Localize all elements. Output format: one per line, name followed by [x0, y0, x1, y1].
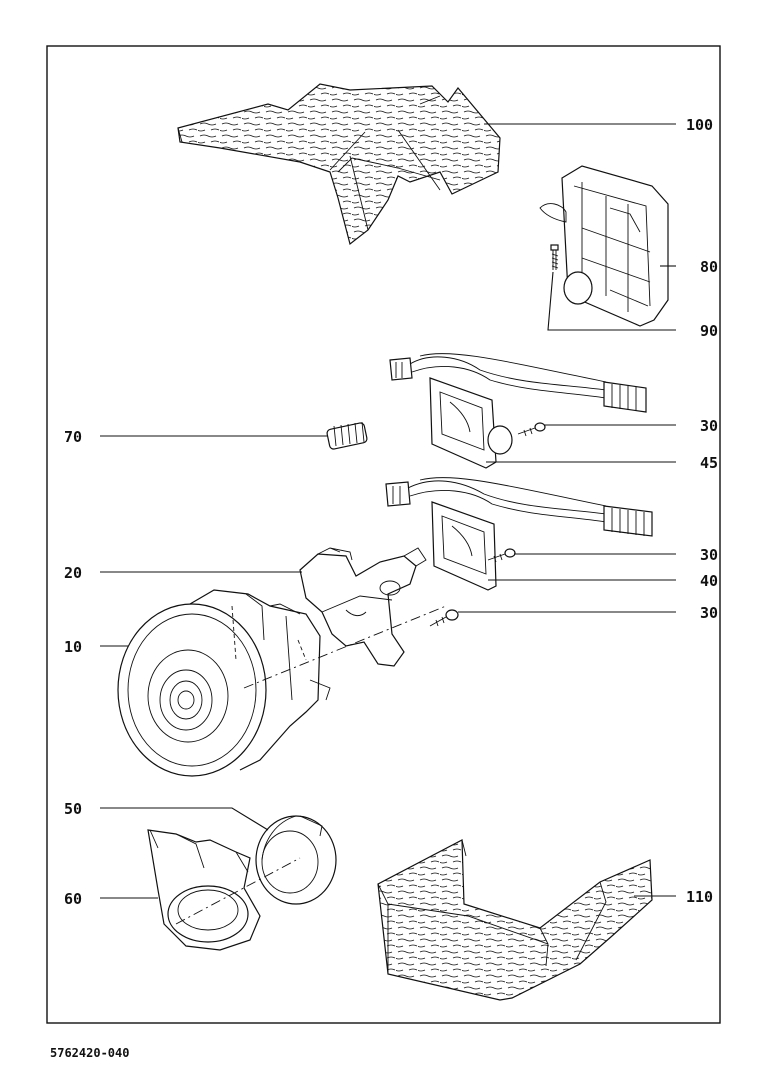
part-70-spring [326, 421, 368, 450]
callout-70: 70 [64, 428, 82, 446]
callout-100: 100 [686, 116, 713, 134]
part-80-bracket [539, 165, 669, 327]
part-30c-screw [429, 609, 459, 627]
part-30b-screw [487, 548, 516, 563]
callout-45: 45 [700, 454, 718, 472]
part-20-motor-bracket [299, 547, 427, 667]
callout-60: 60 [64, 890, 82, 908]
callout-10: 10 [64, 638, 82, 656]
callout-30a: 30 [700, 417, 718, 435]
part-90-screw [550, 244, 559, 270]
callout-30b: 30 [700, 546, 718, 564]
part-45-control-board [389, 353, 647, 469]
part-30a-screw [517, 422, 546, 437]
callout-20: 20 [64, 564, 82, 582]
part-10-motor [117, 589, 447, 777]
callout-50: 50 [64, 800, 82, 818]
part-100-cover [177, 83, 501, 246]
callout-30c: 30 [700, 604, 718, 622]
callout-110: 110 [686, 888, 713, 906]
callout-90: 90 [700, 322, 718, 340]
document-number: 5762420-040 [50, 1046, 130, 1060]
leader-lines [100, 123, 676, 899]
part-110-tray [377, 839, 653, 1001]
callout-40: 40 [700, 572, 718, 590]
drawing-frame [46, 45, 721, 1024]
callout-80: 80 [700, 258, 718, 276]
part-60-seal-holder [147, 829, 301, 951]
part-40-circuit-board [385, 477, 653, 591]
